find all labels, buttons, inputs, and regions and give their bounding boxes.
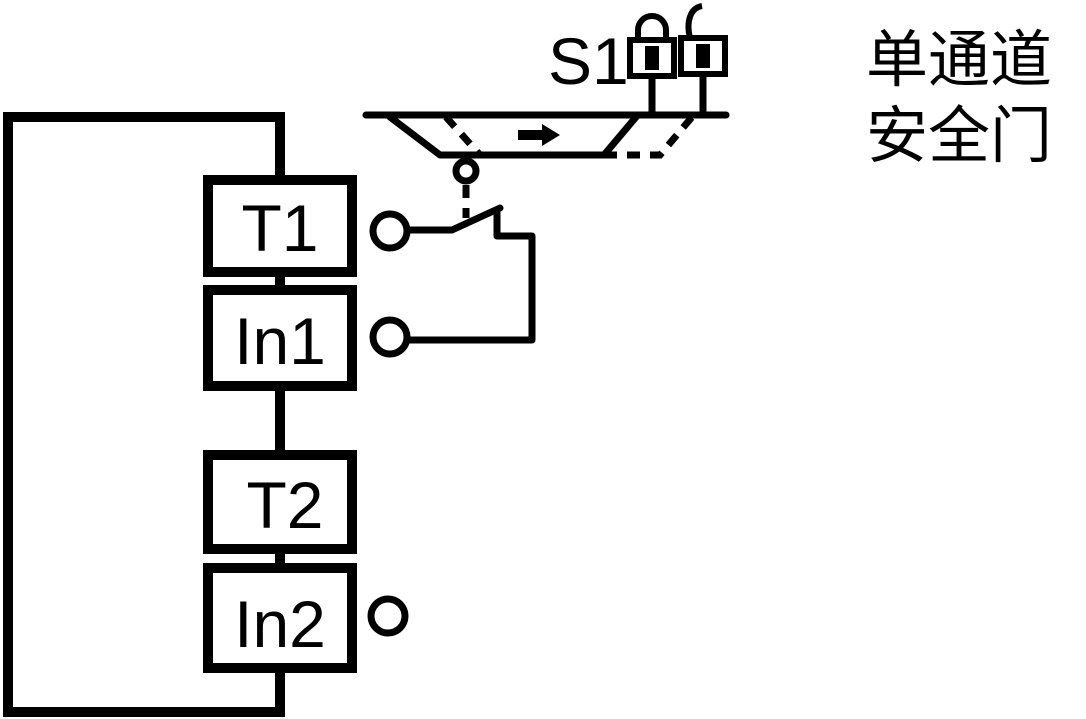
direction-arrow bbox=[518, 124, 560, 146]
module-in2-label: In2 bbox=[234, 587, 326, 661]
terminal-t1 bbox=[369, 210, 411, 252]
module-t1-label: T1 bbox=[241, 191, 318, 265]
module-in2: In2 bbox=[203, 563, 357, 673]
key-icon bbox=[678, 3, 728, 119]
module-t2-label: T2 bbox=[246, 468, 323, 542]
terminal-in2 bbox=[367, 595, 409, 637]
diagram-caption: 单通道 安全门 bbox=[866, 22, 1081, 174]
switch-contact-stop bbox=[403, 208, 536, 344]
switch-contact-blade bbox=[448, 204, 504, 234]
terminal-in1 bbox=[369, 316, 411, 358]
module-t2: T2 bbox=[203, 450, 357, 554]
caption-line-1: 单通道 bbox=[866, 23, 1053, 96]
lock-icon bbox=[627, 13, 677, 119]
caption-line-2: 安全门 bbox=[866, 99, 1053, 172]
module-in1-label: In1 bbox=[234, 304, 326, 378]
module-t1: T1 bbox=[203, 175, 357, 277]
loop-wire bbox=[3, 112, 285, 717]
door-actuator bbox=[362, 111, 730, 159]
linkage-pivot bbox=[452, 157, 480, 185]
module-in1: In1 bbox=[203, 285, 357, 391]
switch-label: S1 bbox=[548, 24, 629, 98]
